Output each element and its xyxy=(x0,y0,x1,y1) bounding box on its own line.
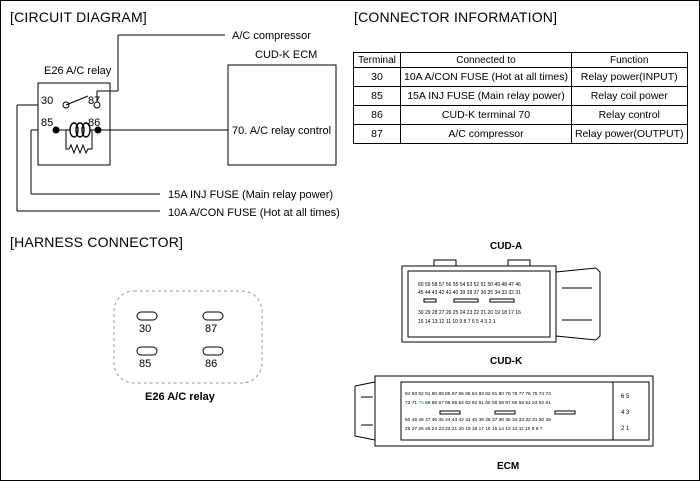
cell-function: Relay power(OUTPUT) xyxy=(570,124,688,144)
cud-a-row-2: 45 44 43 42 41 40 39 38 37 36 35 34 33 3… xyxy=(418,290,521,296)
cud-a-body xyxy=(401,265,557,343)
cell-connected-to: 15A INJ FUSE (Main relay power) xyxy=(400,86,572,106)
cud-k-pin-grid: 94 93 92 91 90 89 88 87 86 85 84 83 82 8… xyxy=(405,391,630,432)
cud-k-row-1: 94 93 92 91 90 89 88 87 86 85 84 83 82 8… xyxy=(405,391,551,397)
cell-connected-to: 10A A/CON FUSE (Hot at all times) xyxy=(400,67,572,87)
cud-k-latch xyxy=(354,381,376,441)
cud-k-connector: CUD-K 94 93 92 91 90 89 88 87 86 85 84 8… xyxy=(354,356,654,472)
pin-slot-87 xyxy=(202,311,224,321)
cell-function: Relay power(INPUT) xyxy=(570,67,688,87)
coil-resistor xyxy=(65,130,93,155)
cud-a-latch xyxy=(555,267,601,341)
cell-terminal: 30 xyxy=(353,67,401,87)
cud-k-side-row-1: 6 5 xyxy=(621,394,630,400)
ecm-label: ECM xyxy=(497,461,519,472)
cud-a-pin-grid: 60 59 58 57 56 55 54 53 52 51 50 49 48 4… xyxy=(418,282,521,325)
cud-a-row-3: 30 29 28 27 26 25 24 23 22 21 20 19 18 1… xyxy=(418,310,521,316)
harness-connector-title: [HARNESS CONNECTOR] xyxy=(10,234,184,250)
table-row: 87 A/C compressor Relay power(OUTPUT) xyxy=(353,124,688,144)
cud-k-body xyxy=(374,375,654,447)
header-connected-to: Connected to xyxy=(400,52,572,68)
circuit-diagram: E26 A/C relay 30 87 85 86 A/C compressor… xyxy=(16,30,340,219)
relay-connector-outline xyxy=(113,290,263,384)
cell-function: Relay control xyxy=(570,105,688,125)
switch-contact-right xyxy=(93,101,101,109)
cud-k-side-row-2: 4 3 xyxy=(621,410,630,416)
cell-terminal: 86 xyxy=(353,105,401,125)
cell-connected-to: CUD-K terminal 70 xyxy=(400,105,572,125)
compressor-label: A/C compressor xyxy=(232,30,311,42)
relay-box xyxy=(37,82,111,166)
pin-label-87: 87 xyxy=(205,323,217,335)
pin-label-86: 86 xyxy=(205,358,217,370)
cell-function: Relay coil power xyxy=(570,86,688,106)
acon-fuse-label: 10A A/CON FUSE (Hot at all times) xyxy=(168,207,340,219)
relay-harness-connector: 30 87 85 86 E26 A/C relay xyxy=(113,290,263,403)
cud-k-row-3: 50 49 48 47 46 45 44 43 42 41 40 39 38 3… xyxy=(405,417,551,423)
table-header-row: Terminal Connected to Function xyxy=(353,52,688,68)
cell-terminal: 85 xyxy=(353,86,401,106)
table-row: 30 10A A/CON FUSE (Hot at all times) Rel… xyxy=(353,67,688,87)
pin-label-30: 30 xyxy=(139,323,151,335)
circuit-diagram-title: [CIRCUIT DIAGRAM] xyxy=(10,9,147,25)
pin-slot-86 xyxy=(202,346,224,356)
ecm-title: CUD-K ECM xyxy=(255,49,317,61)
relay-term-30: 30 xyxy=(41,95,53,107)
switch-arm xyxy=(65,95,89,106)
table-row: 86 CUD-K terminal 70 Relay control xyxy=(353,105,688,125)
table-row: 85 15A INJ FUSE (Main relay power) Relay… xyxy=(353,86,688,106)
ecm-pin-70: 70. A/C relay control xyxy=(232,125,331,137)
pin-label-85: 85 xyxy=(139,358,151,370)
header-function: Function xyxy=(570,52,688,68)
connector-info-title: [CONNECTOR INFORMATION] xyxy=(354,9,558,25)
cell-terminal: 87 xyxy=(353,124,401,144)
relay-term-85: 85 xyxy=(41,117,53,129)
relay-caption: E26 A/C relay xyxy=(145,391,216,403)
cud-k-label: CUD-K xyxy=(490,356,523,367)
connector-info-table: Terminal Connected to Function 30 10A A/… xyxy=(353,52,688,144)
ecm-box xyxy=(227,64,337,166)
cud-k-side-row-3: 2 1 xyxy=(621,426,630,432)
cell-connected-to: A/C compressor xyxy=(400,124,572,144)
pin-slot-85 xyxy=(136,346,158,356)
cud-k-row-4: 28 27 26 25 24 23 22 21 20 19 18 17 16 1… xyxy=(405,426,543,432)
cud-a-connector: CUD-A 60 59 58 57 56 55 54 53 52 51 50 4… xyxy=(401,241,601,343)
pin-slot-30 xyxy=(136,311,158,321)
cud-k-row-2: 72 71 70 69 68 67 66 65 64 63 62 61 60 5… xyxy=(405,400,551,406)
relay-title: E26 A/C relay xyxy=(44,65,112,77)
relay-term-86: 86 xyxy=(88,117,100,129)
cud-a-row-4: 15 14 13 12 11 10 9 8 7 6 5 4 3 2 1 xyxy=(418,319,496,325)
cud-a-label: CUD-A xyxy=(490,241,522,252)
header-terminal: Terminal xyxy=(353,52,401,68)
cud-a-row-1: 60 59 58 57 56 55 54 53 52 51 50 49 48 4… xyxy=(418,282,521,288)
inj-fuse-label: 15A INJ FUSE (Main relay power) xyxy=(168,189,333,201)
